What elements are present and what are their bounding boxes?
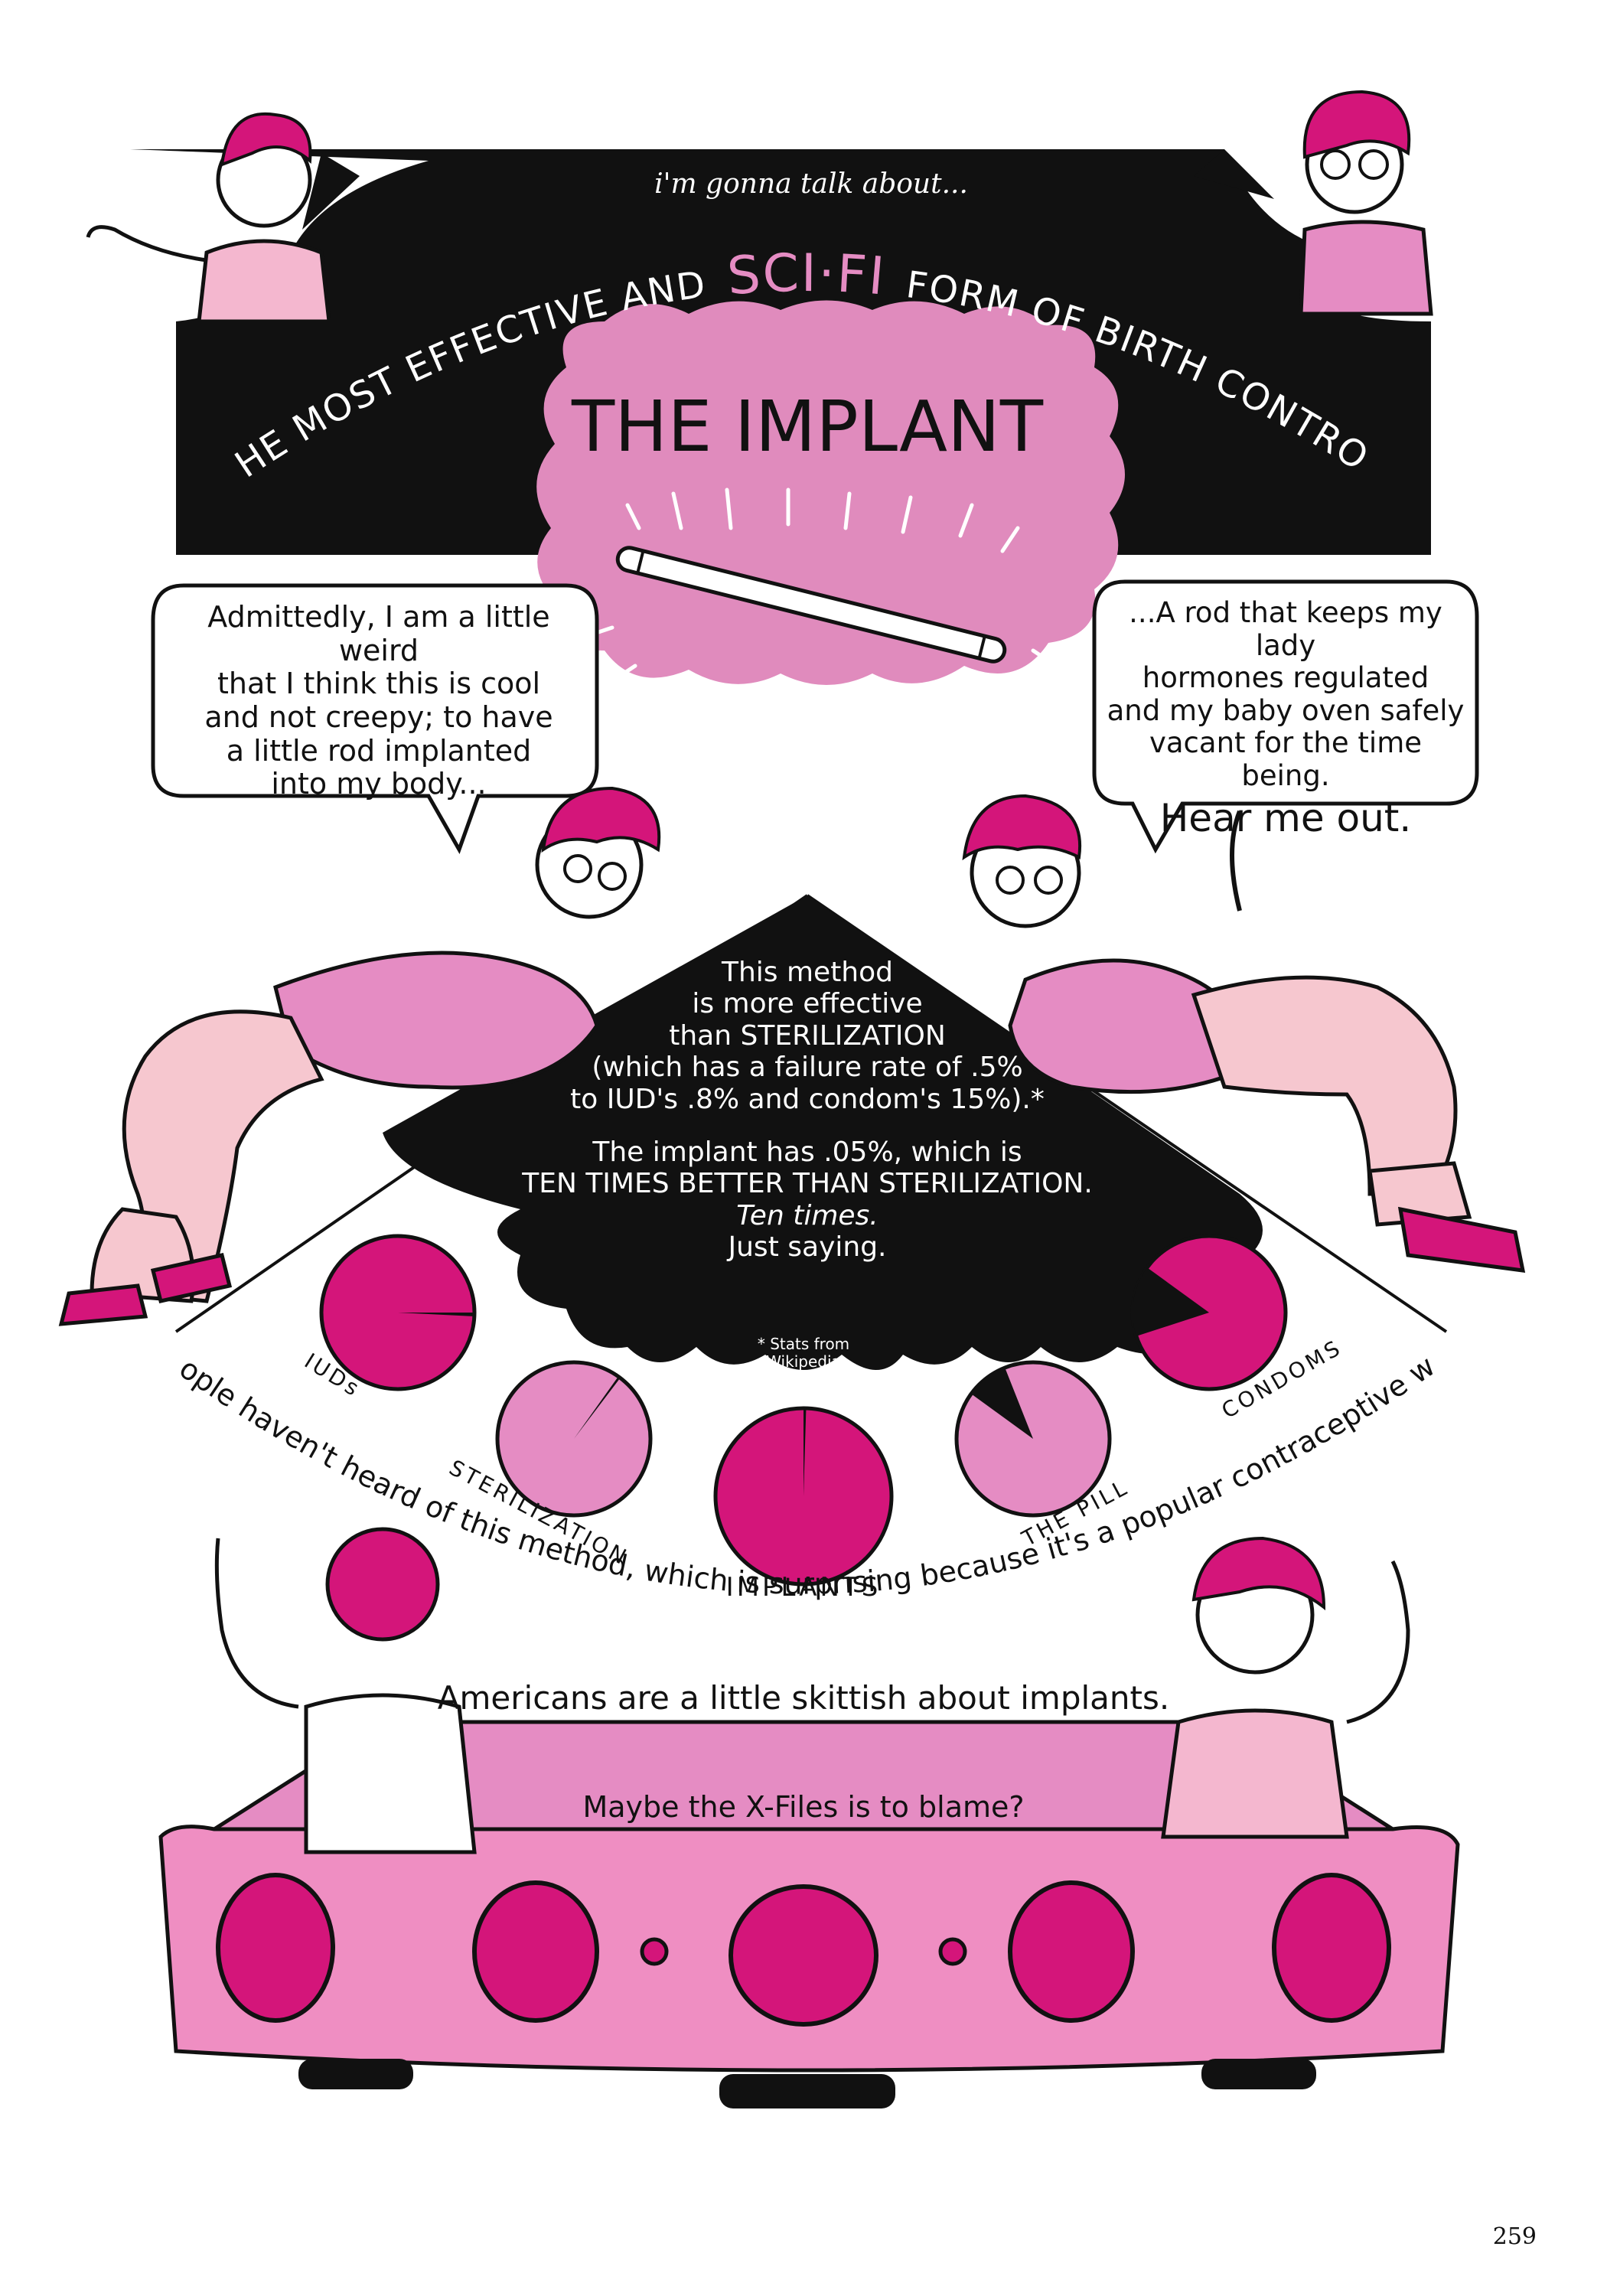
ufo — [158, 1720, 1460, 2108]
caption-xfiles: Maybe the X-Files is to blame? — [582, 1790, 1025, 1824]
bubble-left-text: Admittedly, I am a little weird that I t… — [204, 600, 553, 801]
dial-wedge — [971, 1368, 1033, 1439]
footnote: * Stats from Wikipedia — [757, 1335, 850, 1371]
character-bottom-left — [214, 1527, 477, 1854]
caption-skittish: Americans are a little skittish about im… — [437, 1679, 1170, 1717]
character-top-left — [86, 112, 331, 324]
tail-right — [1194, 149, 1274, 199]
character-reclining-right — [962, 794, 1526, 1273]
bubble-right-shape — [1092, 579, 1479, 854]
dial-implants: IMPLANTS — [713, 1406, 894, 1603]
dial-wedge — [1133, 1267, 1209, 1336]
character-reclining-left — [58, 786, 661, 1326]
tail-left — [302, 153, 360, 230]
svg-text:Many people haven't heard of t: Many people haven't heard of this method… — [0, 0, 1441, 1601]
character-bottom-right — [1161, 1536, 1410, 1839]
intro-text: i'm gonna talk about... — [654, 168, 968, 200]
dial-label: IMPLANTS — [726, 1572, 882, 1603]
implant-title: THE IMPLANT — [571, 386, 1044, 468]
implant-rays — [587, 488, 1058, 745]
center-block-text: This method is more effective than STERI… — [522, 957, 1093, 1264]
bubble-left-shape — [151, 583, 599, 854]
bubble-right-text: ...A rod that keeps my lady hormones reg… — [1107, 596, 1465, 841]
implant-rod — [615, 546, 1007, 664]
black-cloud — [383, 895, 1263, 1370]
curved-caption: Many people haven't heard of this method… — [0, 0, 1441, 1601]
implant-cloud — [536, 300, 1125, 685]
dial-wedge — [398, 1313, 474, 1317]
dial-wedge — [574, 1376, 621, 1439]
page-number: 259 — [1492, 2223, 1537, 2250]
character-top-right — [1299, 90, 1433, 316]
headline-scifi: SCI·FI — [725, 243, 888, 308]
dial-wedge — [804, 1408, 807, 1496]
